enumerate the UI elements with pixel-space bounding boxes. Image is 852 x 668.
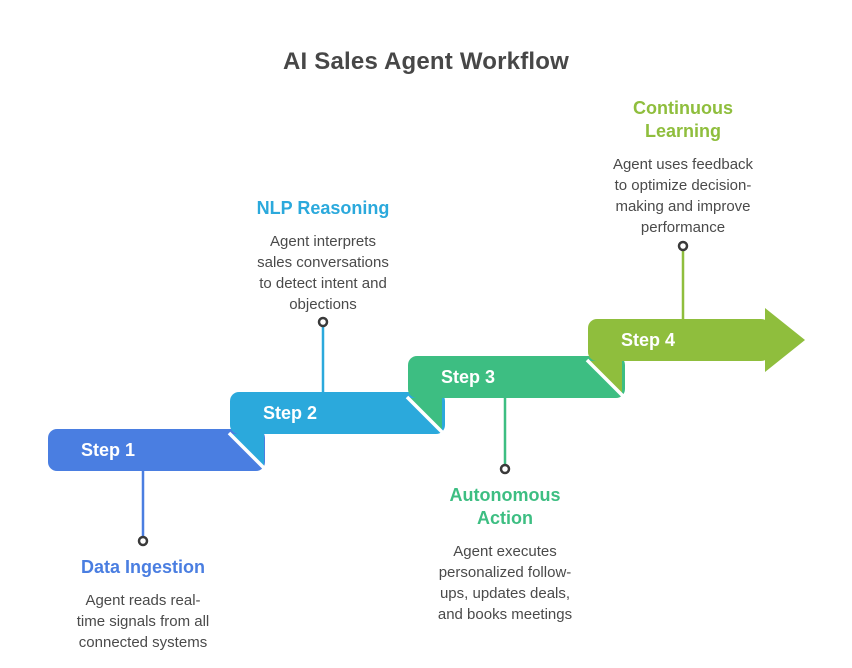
step-2-caption-heading: NLP Reasoning xyxy=(223,197,423,220)
caption-body-line: time signals from all xyxy=(76,613,210,630)
caption-body-line: objections xyxy=(289,296,357,313)
step-3-fold-divider xyxy=(405,395,449,439)
step-4-caption-body: Agent uses feedback to optimize decision… xyxy=(583,154,783,238)
step-2-fold-divider xyxy=(227,431,271,475)
caption-body-line: ups, updates deals, xyxy=(439,585,571,602)
step-4-caption: Continuous Learning Agent uses feedback … xyxy=(583,97,783,238)
step-3-caption-body: Agent executes personalized follow- ups,… xyxy=(405,541,605,625)
caption-body-line: to optimize decision- xyxy=(614,177,752,194)
caption-body-line: Agent interprets xyxy=(270,233,376,250)
step-1-caption-heading: Data Ingestion xyxy=(43,556,243,579)
step-1-label: Step 1 xyxy=(81,440,135,460)
step-3-connector-dot xyxy=(499,463,511,475)
step-4-fold-divider xyxy=(585,358,629,402)
step-1-connector-dot xyxy=(137,535,149,547)
caption-heading-line: NLP Reasoning xyxy=(256,198,390,218)
caption-body-line: to detect intent and xyxy=(259,275,387,292)
step-2-bar xyxy=(230,392,445,434)
caption-body-line: connected systems xyxy=(78,634,208,651)
caption-body-line: making and improve xyxy=(615,198,751,215)
step-4-bar xyxy=(588,319,770,361)
caption-heading-line: Continuous xyxy=(633,98,733,118)
step-1-caption-body: Agent reads real- time signals from all … xyxy=(43,590,243,653)
step-2-caption: NLP Reasoning Agent interprets sales con… xyxy=(223,197,423,315)
caption-body-line: performance xyxy=(640,219,726,236)
step-3-caption: Autonomous Action Agent executes persona… xyxy=(405,484,605,625)
step-2-caption-body: Agent interprets sales conversations to … xyxy=(223,231,423,315)
caption-heading-line: Learning xyxy=(644,121,721,141)
step-4-connector-dot xyxy=(677,240,689,252)
caption-body-line: Agent uses feedback xyxy=(612,156,754,173)
page-title: AI Sales Agent Workflow xyxy=(283,48,569,75)
step-2-connector-dot xyxy=(317,316,329,328)
step-2-label: Step 2 xyxy=(263,403,317,423)
caption-body-line: Agent reads real- xyxy=(85,592,201,609)
caption-heading-line: Action xyxy=(477,508,533,528)
caption-body-line: Agent executes xyxy=(453,543,557,560)
caption-body-line: sales conversations xyxy=(257,254,389,271)
step-4-caption-heading: Continuous Learning xyxy=(583,97,783,143)
caption-heading-line: Autonomous xyxy=(449,485,561,505)
step-3-label: Step 3 xyxy=(441,367,495,387)
step-3-bar xyxy=(408,356,625,398)
step-1-bar xyxy=(48,429,265,471)
caption-heading-line: Data Ingestion xyxy=(80,557,205,577)
step-3-caption-heading: Autonomous Action xyxy=(405,484,605,530)
caption-body-line: personalized follow- xyxy=(438,564,572,581)
caption-body-line: and books meetings xyxy=(437,606,573,623)
step-1-caption: Data Ingestion Agent reads real- time si… xyxy=(43,556,243,653)
step-4-arrowhead xyxy=(765,308,805,372)
step-4-label: Step 4 xyxy=(621,330,675,350)
